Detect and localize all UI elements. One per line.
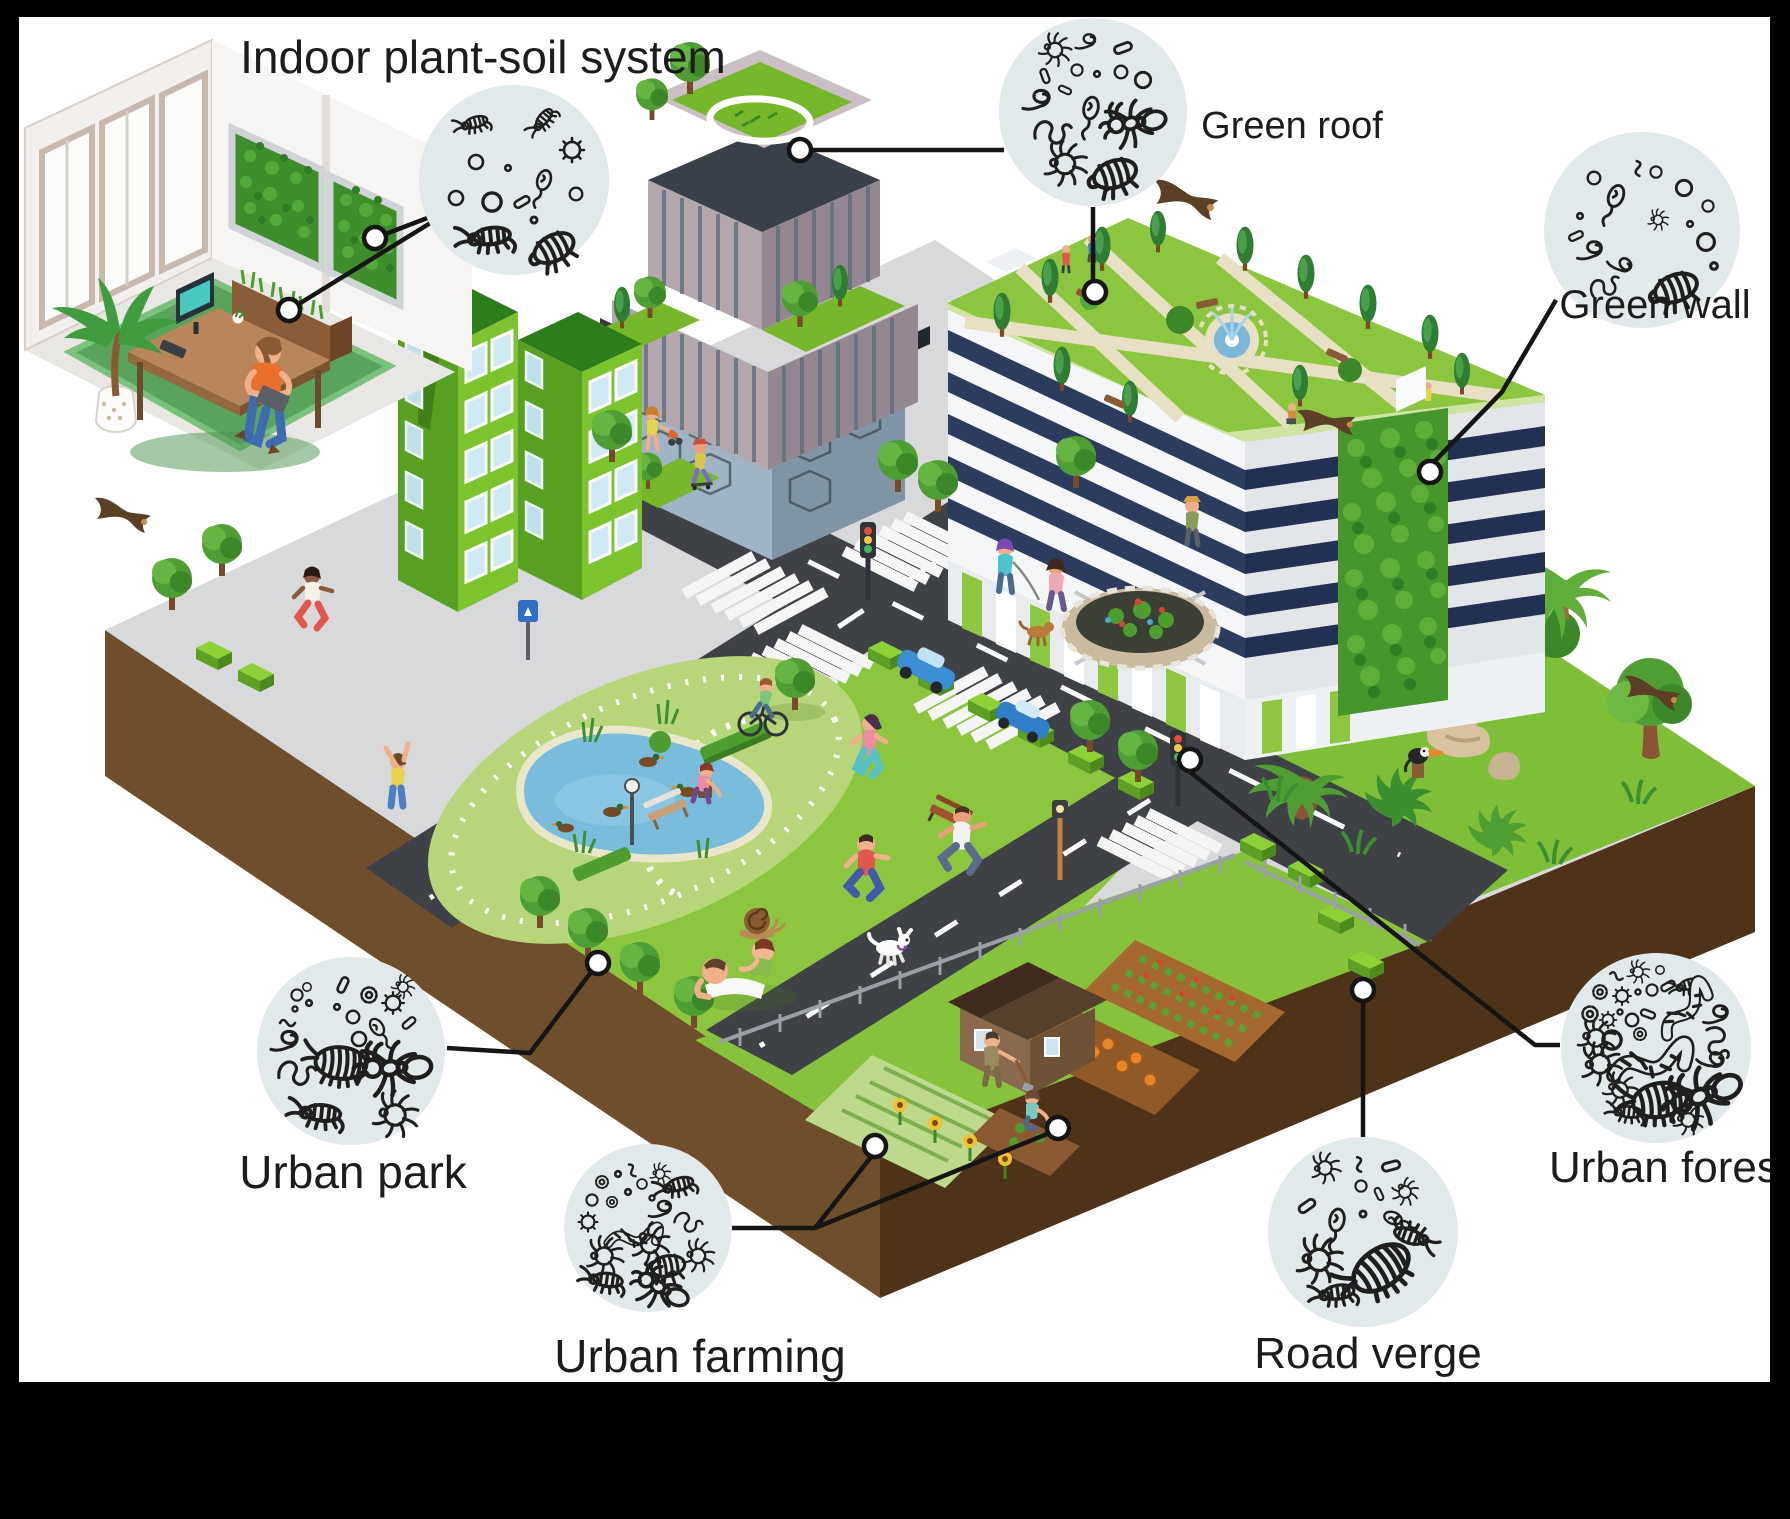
- microscope-circle-indoor: [419, 85, 609, 275]
- runner-man-white: [936, 806, 987, 876]
- dog-walker-dog: [1018, 620, 1054, 647]
- dog-walker-2: [1046, 558, 1067, 612]
- sidewalk-left: [152, 524, 335, 692]
- pedestrian-with-hat: [1183, 496, 1201, 548]
- urban-park-grass: [442, 652, 1188, 1138]
- label-indoor-plant-soil-system: Indoor plant-soil system: [240, 31, 726, 83]
- snail: [739, 907, 787, 940]
- label-green-roof: Green roof: [1201, 105, 1383, 147]
- woman-gardening: [690, 762, 722, 805]
- cyclist: [737, 678, 789, 737]
- callout-green-roof: Green roof: [786, 18, 1383, 306]
- label-road-verge: Road verge: [1254, 1329, 1481, 1378]
- roof-oval-garden: [706, 95, 814, 145]
- grass-tufts: [1260, 775, 1658, 865]
- callout-anchor-ring: [275, 296, 303, 324]
- runner-woman: [849, 714, 889, 780]
- fan-palm-small-2: [1468, 804, 1527, 857]
- callout-indoor-plant-soil-system: Indoor plant-soil system: [240, 31, 726, 324]
- sidewalk-north: [592, 406, 1096, 512]
- green-wall-panel-1: [228, 122, 326, 274]
- fan-palm-small-1: [1364, 767, 1432, 827]
- indoor-potted-plant: [52, 278, 178, 433]
- car-blue-1: [897, 647, 955, 694]
- zebra-crossing-farm: [1096, 808, 1223, 882]
- zebra-crossing-west: [681, 551, 829, 635]
- jogger-left: [291, 566, 335, 632]
- callout-urban-park: Urban park: [239, 949, 612, 1198]
- desktop-monitor: [176, 272, 214, 334]
- family-on-lawn: [693, 938, 797, 1011]
- pond-reeds: [572, 699, 710, 859]
- microscope-circle-green_wall: [1544, 132, 1740, 328]
- callout-anchor-ring: [1044, 1114, 1072, 1142]
- label-urban-forest: Urban forest: [1549, 1143, 1790, 1192]
- microscope-circle-road_verge: [1268, 1137, 1458, 1327]
- callout-anchor-ring: [1349, 976, 1377, 1004]
- roof-access-door: [986, 248, 1036, 272]
- toucan: [1404, 747, 1444, 778]
- window: [159, 69, 208, 275]
- park-lamp: [624, 778, 640, 845]
- callout-anchor-ring: [1416, 458, 1444, 486]
- kneeling-gardener: [1023, 1089, 1050, 1131]
- green-high-rise: [398, 282, 642, 612]
- indoor-person: [234, 336, 293, 454]
- callout-anchor-ring: [361, 224, 389, 252]
- forest-canopy-tree-3: [1607, 658, 1692, 759]
- callout-anchor-ring: [786, 136, 814, 164]
- skateboarder: [690, 438, 713, 491]
- label-green-wall: Green wall: [1559, 283, 1750, 327]
- traffic-light-1: [860, 522, 876, 600]
- farmer-with-shovel: [982, 1031, 1034, 1093]
- park-bench-1: [643, 788, 689, 830]
- pond-ducks: [551, 753, 697, 833]
- indoor-plant-soil-room: [24, 38, 472, 472]
- rooftop-fountain: [1196, 304, 1268, 376]
- runner-man-red: [842, 834, 891, 902]
- callout-anchor-ring: [861, 1132, 889, 1160]
- microscope-circle-urban_forest: [1561, 953, 1751, 1143]
- street-fountain-planter: [1059, 585, 1221, 671]
- pedestrian-sign-1: [518, 600, 538, 660]
- urban-farm: [719, 853, 1421, 1188]
- farm-fence: [719, 853, 1421, 1046]
- label-urban-farming: Urban farming: [554, 1330, 845, 1382]
- plaza-lamp: [1052, 800, 1068, 880]
- call-urban-farming: Urban farming: [554, 1114, 1072, 1382]
- soil-profile-right: [880, 786, 1755, 1298]
- stroller-woman: [644, 406, 683, 452]
- car-blue-2: [996, 700, 1050, 743]
- soil-profile-left: [105, 630, 880, 1298]
- label-urban-park: Urban park: [239, 1146, 468, 1198]
- green-building-windows-b: [524, 349, 638, 565]
- callout-anchor-ring: [584, 949, 612, 977]
- laptop: [256, 385, 290, 413]
- callout-urban-forest: Urban forest: [1176, 746, 1790, 1192]
- callout-green-wall: Green wall: [1416, 132, 1751, 486]
- road-side: [706, 770, 1212, 1075]
- callout-anchor-ring: [1081, 278, 1109, 306]
- stretching-woman: [383, 741, 411, 810]
- callout-road-verge: Road verge: [1254, 976, 1482, 1378]
- vegetable-bed-1: [1085, 940, 1285, 1062]
- green-wall-ivy: [1338, 408, 1448, 716]
- white-dog: [867, 927, 913, 966]
- dog-walker-1: [996, 538, 1041, 601]
- keyboard: [159, 339, 187, 359]
- urban-park: [383, 656, 1158, 1028]
- callout-anchor-ring: [1176, 746, 1204, 774]
